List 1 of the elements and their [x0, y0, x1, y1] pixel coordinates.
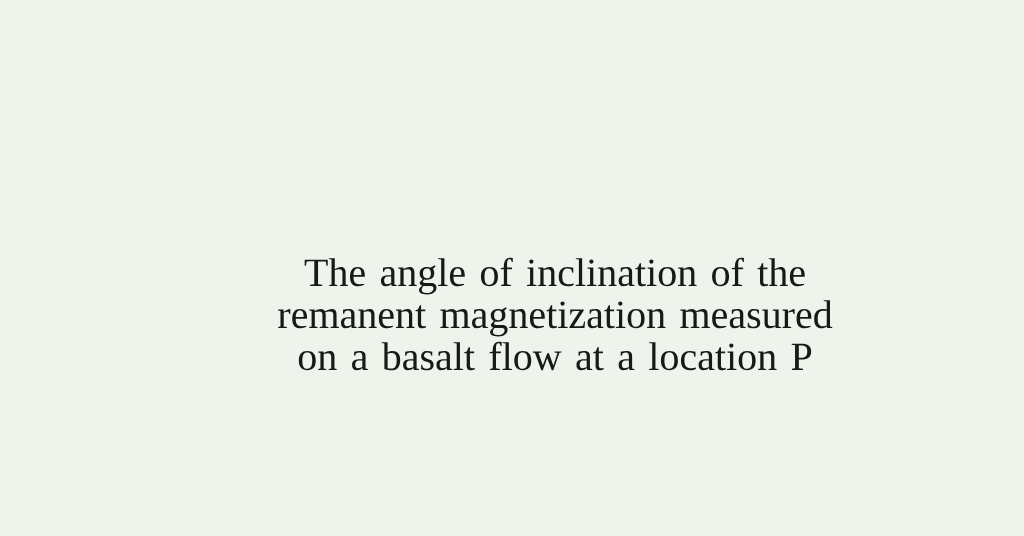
title: The angle of inclination of the remanent magnetization measured on a basalt flow at a location P: [278, 257, 833, 371]
